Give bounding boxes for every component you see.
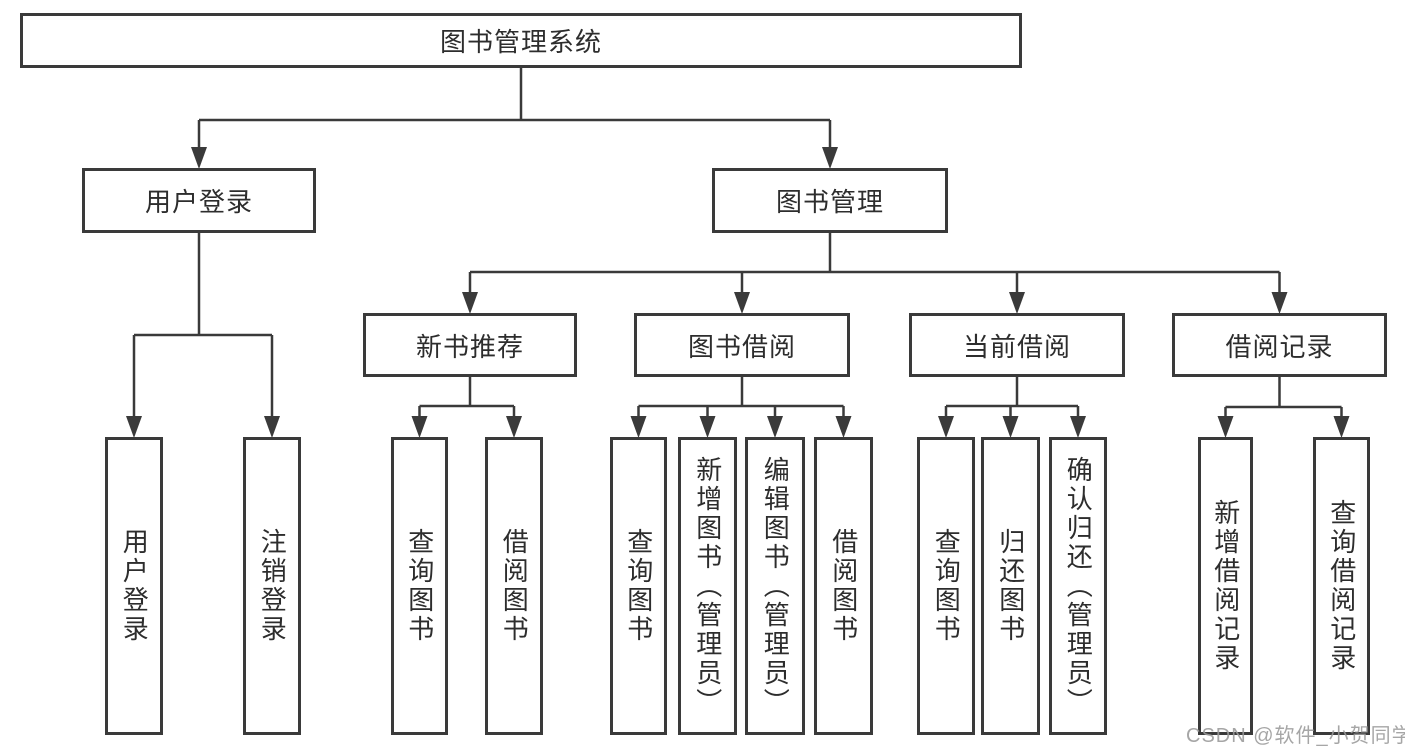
node-current-borrowing: 当前借阅 — [909, 313, 1125, 377]
leaf-user-login-label: 用户登录 — [119, 528, 150, 644]
node-new-book-recommend-label: 新书推荐 — [415, 331, 524, 362]
leaf-add-borrow-record-label: 新增借阅记录 — [1210, 499, 1241, 673]
leaf-confirm-return-admin: 确认归还（管理员） — [1049, 437, 1107, 735]
leaf-logout-label: 注销登录 — [257, 528, 288, 644]
leaf-recommend-query-book-label: 查询图书 — [404, 528, 435, 644]
node-root: 图书管理系统 — [20, 13, 1022, 68]
node-new-book-recommend: 新书推荐 — [363, 313, 577, 377]
leaf-recommend-borrow-book: 借阅图书 — [485, 437, 543, 735]
leaf-edit-book-admin: 编辑图书（管理员） — [745, 437, 805, 735]
node-book-borrowing-label: 图书借阅 — [687, 331, 796, 362]
node-borrow-records: 借阅记录 — [1172, 313, 1387, 377]
leaf-edit-book-admin-label: 编辑图书（管理员） — [760, 455, 791, 717]
leaf-add-borrow-record: 新增借阅记录 — [1198, 437, 1253, 735]
leaf-user-login: 用户登录 — [105, 437, 163, 735]
leaf-confirm-return-admin-label: 确认归还（管理员） — [1063, 455, 1094, 717]
node-book-borrowing: 图书借阅 — [634, 313, 850, 377]
node-user-login: 用户登录 — [82, 168, 316, 233]
leaf-logout: 注销登录 — [243, 437, 301, 735]
leaf-query-borrow-record-label: 查询借阅记录 — [1326, 499, 1357, 673]
leaf-query-borrow-record: 查询借阅记录 — [1313, 437, 1370, 735]
leaf-current-query-book: 查询图书 — [917, 437, 975, 735]
leaf-return-book: 归还图书 — [981, 437, 1040, 735]
node-user-login-label: 用户登录 — [144, 187, 253, 217]
leaf-recommend-query-book: 查询图书 — [391, 437, 448, 735]
node-current-borrowing-label: 当前借阅 — [962, 331, 1071, 362]
leaf-recommend-borrow-book-label: 借阅图书 — [499, 528, 530, 644]
leaf-borrowing-query-book: 查询图书 — [610, 437, 667, 735]
csdn-watermark: CSDN @软件_小贺同学 — [1186, 725, 1405, 747]
node-root-label: 图书管理系统 — [439, 27, 602, 57]
leaf-borrow-book: 借阅图书 — [814, 437, 873, 735]
leaf-borrowing-query-book-label: 查询图书 — [623, 528, 654, 644]
node-borrow-records-label: 借阅记录 — [1225, 331, 1334, 362]
leaf-add-book-admin: 新增图书（管理员） — [678, 437, 737, 735]
node-book-management-label: 图书管理 — [775, 187, 884, 217]
node-book-management: 图书管理 — [712, 168, 948, 233]
leaf-current-query-book-label: 查询图书 — [931, 528, 962, 644]
leaf-return-book-label: 归还图书 — [995, 528, 1026, 644]
leaf-add-book-admin-label: 新增图书（管理员） — [692, 455, 723, 717]
leaf-borrow-book-label: 借阅图书 — [828, 528, 859, 644]
